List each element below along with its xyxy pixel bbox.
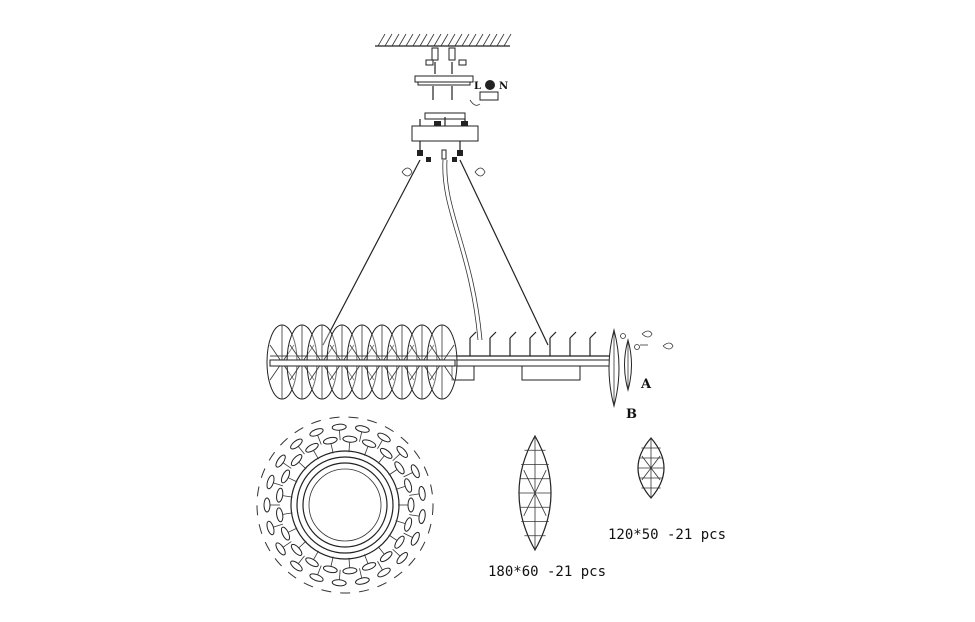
canopy xyxy=(411,112,479,142)
ring-crystal xyxy=(361,439,377,456)
neutral-terminal-label: N xyxy=(499,81,508,92)
part-a-label: A xyxy=(640,377,652,392)
rotate-arrow-left-icon xyxy=(401,167,413,177)
mounting-bracket xyxy=(414,75,474,100)
ring-crystal xyxy=(331,423,347,441)
ring-crystal xyxy=(388,534,405,549)
ground-icon xyxy=(485,80,495,90)
ring-crystal xyxy=(409,509,426,525)
ring-crystal xyxy=(309,428,324,445)
ring-crystal xyxy=(305,442,319,460)
ring-crystal xyxy=(266,520,284,536)
ring-crystal xyxy=(263,497,280,513)
ring-crystal xyxy=(392,445,408,462)
ring-crystal xyxy=(290,555,305,572)
ring-crystal xyxy=(342,435,358,453)
ring-crystal xyxy=(276,507,293,523)
ring-crystal xyxy=(377,561,391,578)
live-terminal-label: L xyxy=(474,81,481,92)
ring-crystal xyxy=(266,474,284,490)
ring-crystal xyxy=(342,557,358,575)
ring-crystal xyxy=(309,565,324,582)
ceiling-screws xyxy=(425,47,467,74)
ceiling xyxy=(375,33,512,47)
crystal-a-spec: 120*50 -21 pcs xyxy=(608,527,726,543)
ring-crystal xyxy=(275,454,292,469)
crystal-b-drawing xyxy=(518,434,552,552)
part-b-label: B xyxy=(626,407,637,422)
ring-crystal xyxy=(275,541,292,556)
terminal-block: L N xyxy=(469,80,508,106)
crystal-row xyxy=(266,324,458,400)
ring-crystal xyxy=(377,447,393,464)
ring-crystal xyxy=(305,550,319,568)
ring-crystal xyxy=(398,497,415,513)
ring-crystal xyxy=(331,569,347,587)
ring-crystal xyxy=(403,464,420,479)
ring-crystal xyxy=(280,469,298,484)
ring-crystal xyxy=(355,568,370,585)
rotate-arrow-right-icon xyxy=(474,167,486,177)
suspension-cables xyxy=(322,159,549,346)
ring-crystal xyxy=(388,461,405,476)
ring-crystal xyxy=(395,478,413,493)
rotate-arrow-upper-icon xyxy=(641,330,653,338)
ring-crystal xyxy=(395,517,413,532)
crystal-b-spec: 180*60 -21 pcs xyxy=(488,564,606,580)
ring-crystal xyxy=(361,554,377,571)
ring-crystal xyxy=(290,540,307,556)
ring-crystal xyxy=(377,432,391,449)
ring-crystal xyxy=(290,438,305,455)
ring-crystal xyxy=(280,526,298,541)
ring-crystal xyxy=(290,454,307,470)
ring-crystal xyxy=(377,546,393,563)
ring-crystal xyxy=(355,425,370,442)
cable-grips xyxy=(401,141,486,177)
ring-crystal xyxy=(403,531,420,546)
part-attach-detail: A B xyxy=(608,328,674,422)
crystal-a-drawing xyxy=(637,437,665,499)
ring-crystal xyxy=(276,487,293,503)
top-view-ring xyxy=(256,416,434,594)
ring-crystal xyxy=(322,556,338,574)
ring-crystal xyxy=(409,485,426,501)
ring-crystal xyxy=(322,436,338,454)
rotate-arrow-lower-icon xyxy=(662,342,674,350)
ring-crystal xyxy=(392,548,408,565)
